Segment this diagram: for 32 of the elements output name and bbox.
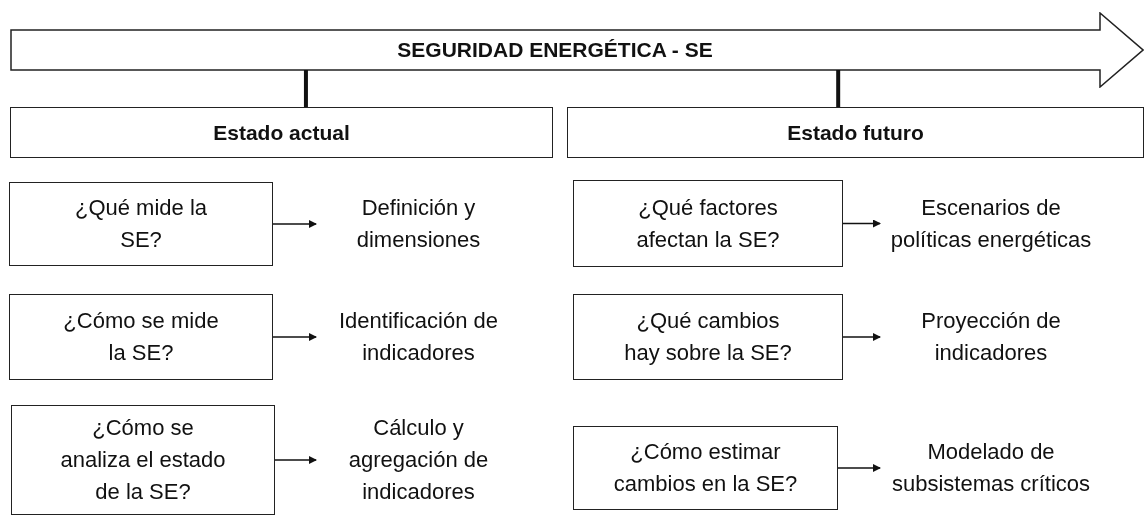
answer-text: Identificación de indicadores: [338, 307, 499, 367]
question-box: [573, 180, 843, 267]
arrow: [272, 220, 317, 228]
answer-text: Proyección de indicadores: [920, 307, 1062, 367]
section-header: [10, 107, 553, 158]
answer-text: Definición y dimensiones: [355, 194, 482, 254]
question-text: ¿Cómo se analiza el estado de la SE?: [59, 414, 227, 506]
section-header: [567, 107, 1144, 158]
answer-text: Cálculo y agregación de indicadores: [347, 414, 490, 506]
question-text: ¿Qué mide la SE?: [73, 194, 209, 254]
question-box: [9, 182, 273, 266]
arrow: [272, 333, 317, 341]
banner-title: SEGURIDAD ENERGÉTICA - SE: [397, 37, 713, 63]
question-box: [9, 294, 273, 380]
question-text: ¿Cómo se mide la SE?: [62, 307, 220, 367]
answer-text: Escenarios de políticas energéticas: [889, 193, 1093, 254]
question-text: ¿Cómo estimar cambios en la SE?: [612, 438, 799, 498]
question-text: ¿Qué cambios hay sobre la SE?: [623, 307, 793, 367]
arrow: [837, 464, 881, 472]
section-title: Estado actual: [213, 119, 350, 146]
connector-line: [303, 70, 308, 107]
answer-text: Modelado de subsistemas críticos: [890, 438, 1092, 498]
arrow: [274, 456, 317, 464]
question-box: [11, 405, 275, 515]
question-box: [573, 294, 843, 380]
arrow: [842, 219, 881, 228]
question-box: [573, 426, 838, 510]
connector-line: [836, 70, 841, 107]
section-title: Estado futuro: [787, 119, 924, 146]
arrow: [842, 333, 881, 341]
banner-arrow: [10, 12, 1144, 88]
question-text: ¿Qué factores afectan la SE?: [635, 193, 781, 254]
